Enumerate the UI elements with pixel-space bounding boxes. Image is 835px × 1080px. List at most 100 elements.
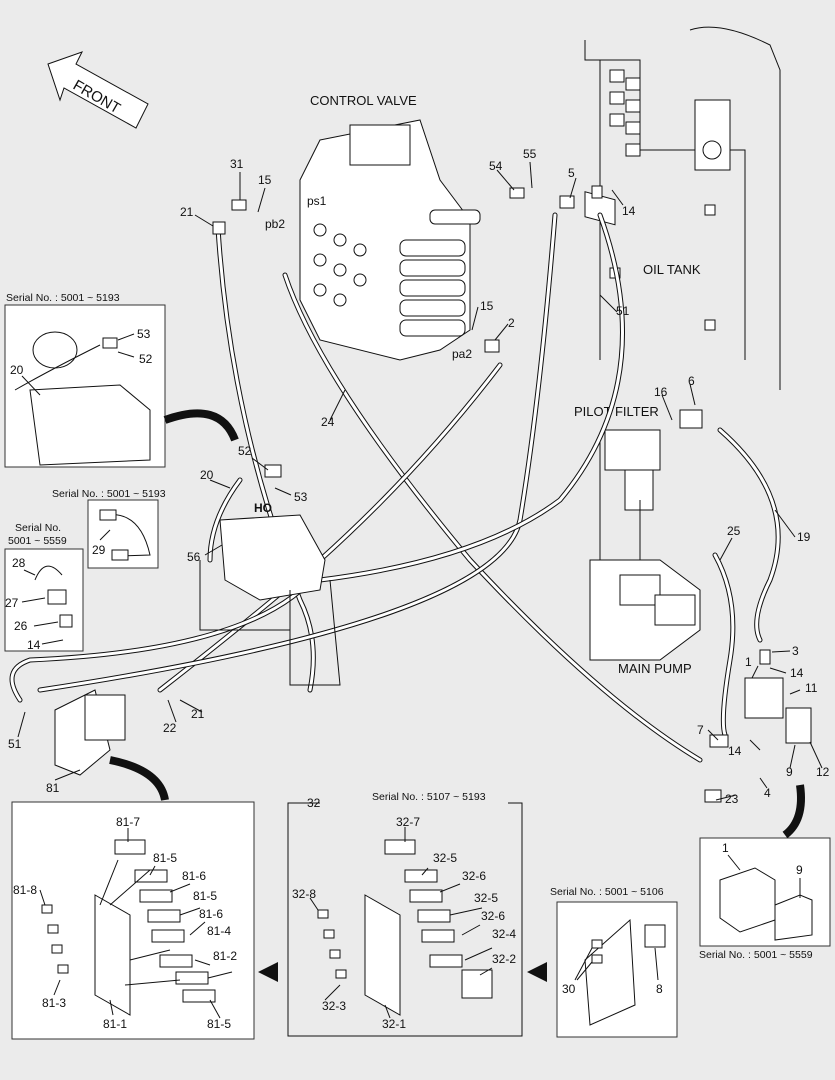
serial-5001-5193-b: Serial No. : 5001 ~ 5193 bbox=[52, 488, 166, 500]
callout-81-6b: 81-6 bbox=[199, 907, 223, 921]
valve-ports bbox=[313, 223, 367, 307]
callout-32-5b: 32-5 bbox=[474, 891, 498, 905]
pilot-filter-label: PILOT FILTER bbox=[574, 404, 659, 419]
detail-81 bbox=[11, 801, 255, 1040]
callout-32-6a: 32-6 bbox=[462, 869, 486, 883]
serial-5001-5193-a: Serial No. : 5001 ~ 5193 bbox=[6, 292, 120, 304]
callout-32: 32 bbox=[307, 796, 321, 810]
callout-3: 3 bbox=[792, 644, 799, 658]
oil-tank: OIL TANK bbox=[584, 26, 781, 390]
callout-20a: 20 bbox=[10, 363, 24, 377]
callout-14c: 14 bbox=[790, 666, 804, 680]
detail-32-fittings bbox=[317, 839, 493, 999]
callout-81-1: 81-1 bbox=[103, 1017, 127, 1031]
detail-arrows bbox=[109, 409, 805, 982]
control-valve: CONTROL VALVE ps1 pb2 pa2 bbox=[265, 93, 481, 361]
callout-24: 24 bbox=[321, 415, 335, 429]
callout-1a: 1 bbox=[745, 655, 752, 669]
callout-16: 16 bbox=[654, 385, 668, 399]
callout-32-8: 32-8 bbox=[292, 887, 316, 901]
callout-81-5c: 81-5 bbox=[207, 1017, 231, 1031]
callout-51a: 51 bbox=[616, 304, 630, 318]
callout-9b: 9 bbox=[796, 863, 803, 877]
callout-9a: 9 bbox=[786, 765, 793, 779]
main-pump: MAIN PUMP bbox=[589, 559, 701, 676]
inset-serial-5001-5193-mid: Serial No. : 5001 ~ 5193 bbox=[52, 488, 166, 569]
tank-ports bbox=[609, 69, 641, 279]
fittings bbox=[212, 185, 812, 803]
manifold-81 bbox=[54, 689, 126, 776]
serial-5001-5559-line2: 5001 ~ 5559 bbox=[8, 535, 67, 547]
callout-22: 22 bbox=[163, 721, 177, 735]
callout-51b: 51 bbox=[8, 737, 22, 751]
serial-5001-5559-c: Serial No. : 5001 ~ 5559 bbox=[699, 949, 813, 961]
callout-32-2: 32-2 bbox=[492, 952, 516, 966]
front-arrow: FRONT bbox=[47, 51, 149, 129]
detail-serial-5001-5106: Serial No. : 5001 ~ 5106 bbox=[550, 886, 678, 1038]
detail-serial-5001-5559-right: Serial No. : 5001 ~ 5559 bbox=[699, 837, 831, 961]
callout-26: 26 bbox=[14, 619, 28, 633]
callout-20b: 20 bbox=[200, 468, 214, 482]
detail-81-fittings bbox=[41, 839, 216, 1003]
callout-6: 6 bbox=[688, 374, 695, 388]
callout-81-5a: 81-5 bbox=[153, 851, 177, 865]
callout-53b: 53 bbox=[294, 490, 308, 504]
callout-11: 11 bbox=[805, 681, 818, 695]
callout-14a: 14 bbox=[622, 204, 636, 218]
callout-81-5b: 81-5 bbox=[193, 889, 217, 903]
oil-tank-label: OIL TANK bbox=[643, 262, 701, 277]
callout-19: 19 bbox=[797, 530, 811, 544]
callout-53a: 53 bbox=[137, 327, 151, 341]
callout-21a: 21 bbox=[180, 205, 194, 219]
callout-81: 81 bbox=[46, 781, 60, 795]
callout-28: 28 bbox=[12, 556, 26, 570]
serial-5001-5106: Serial No. : 5001 ~ 5106 bbox=[550, 886, 664, 898]
callout-2: 2 bbox=[508, 316, 515, 330]
callout-81-8: 81-8 bbox=[13, 883, 37, 897]
callout-32-6b: 32-6 bbox=[481, 909, 505, 923]
callout-81-4: 81-4 bbox=[207, 924, 231, 938]
callout-54: 54 bbox=[489, 159, 503, 173]
callout-1b: 1 bbox=[722, 841, 729, 855]
inset-serial-5001-5559-left: Serial No. 5001 ~ 5559 bbox=[4, 522, 84, 652]
callout-15a: 15 bbox=[258, 173, 272, 187]
callout-29: 29 bbox=[92, 543, 106, 557]
pb2-label: pb2 bbox=[265, 217, 285, 231]
callout-81-6a: 81-6 bbox=[182, 869, 206, 883]
pilot-block-56: HO bbox=[199, 501, 341, 686]
callout-12: 12 bbox=[816, 765, 830, 779]
callout-25: 25 bbox=[727, 524, 741, 538]
callout-81-2: 81-2 bbox=[213, 949, 237, 963]
callout-8: 8 bbox=[656, 982, 663, 996]
callout-27: 27 bbox=[5, 596, 19, 610]
control-valve-label: CONTROL VALVE bbox=[310, 93, 417, 108]
callout-7: 7 bbox=[697, 723, 704, 737]
callouts: 31 15 21 54 55 5 14 53 52 20 15 2 51 24 … bbox=[5, 147, 830, 1031]
callout-52a: 52 bbox=[139, 352, 153, 366]
ho-label: HO bbox=[254, 501, 272, 515]
callout-56: 56 bbox=[187, 550, 201, 564]
ps1-label: ps1 bbox=[307, 194, 327, 208]
callout-30: 30 bbox=[562, 982, 576, 996]
callout-81-7: 81-7 bbox=[116, 815, 140, 829]
callout-32-5a: 32-5 bbox=[433, 851, 457, 865]
inset-serial-5001-5193-top: Serial No. : 5001 ~ 5193 bbox=[4, 292, 166, 468]
callout-81-3: 81-3 bbox=[42, 996, 66, 1010]
callout-23: 23 bbox=[725, 792, 739, 806]
callout-52b: 52 bbox=[238, 444, 252, 458]
callout-32-4: 32-4 bbox=[492, 927, 516, 941]
callout-14b: 14 bbox=[27, 638, 41, 652]
callout-4: 4 bbox=[764, 786, 771, 800]
callout-31: 31 bbox=[230, 157, 244, 171]
valve-spools bbox=[399, 209, 481, 337]
callout-32-7: 32-7 bbox=[396, 815, 420, 829]
callout-21b: 21 bbox=[191, 707, 205, 721]
main-pump-label: MAIN PUMP bbox=[618, 661, 692, 676]
callout-32-1: 32-1 bbox=[382, 1017, 406, 1031]
pa2-label: pa2 bbox=[452, 347, 472, 361]
callout-32-3: 32-3 bbox=[322, 999, 346, 1013]
serial-5001-5559-line1: Serial No. bbox=[15, 522, 61, 534]
callout-14d: 14 bbox=[728, 744, 742, 758]
